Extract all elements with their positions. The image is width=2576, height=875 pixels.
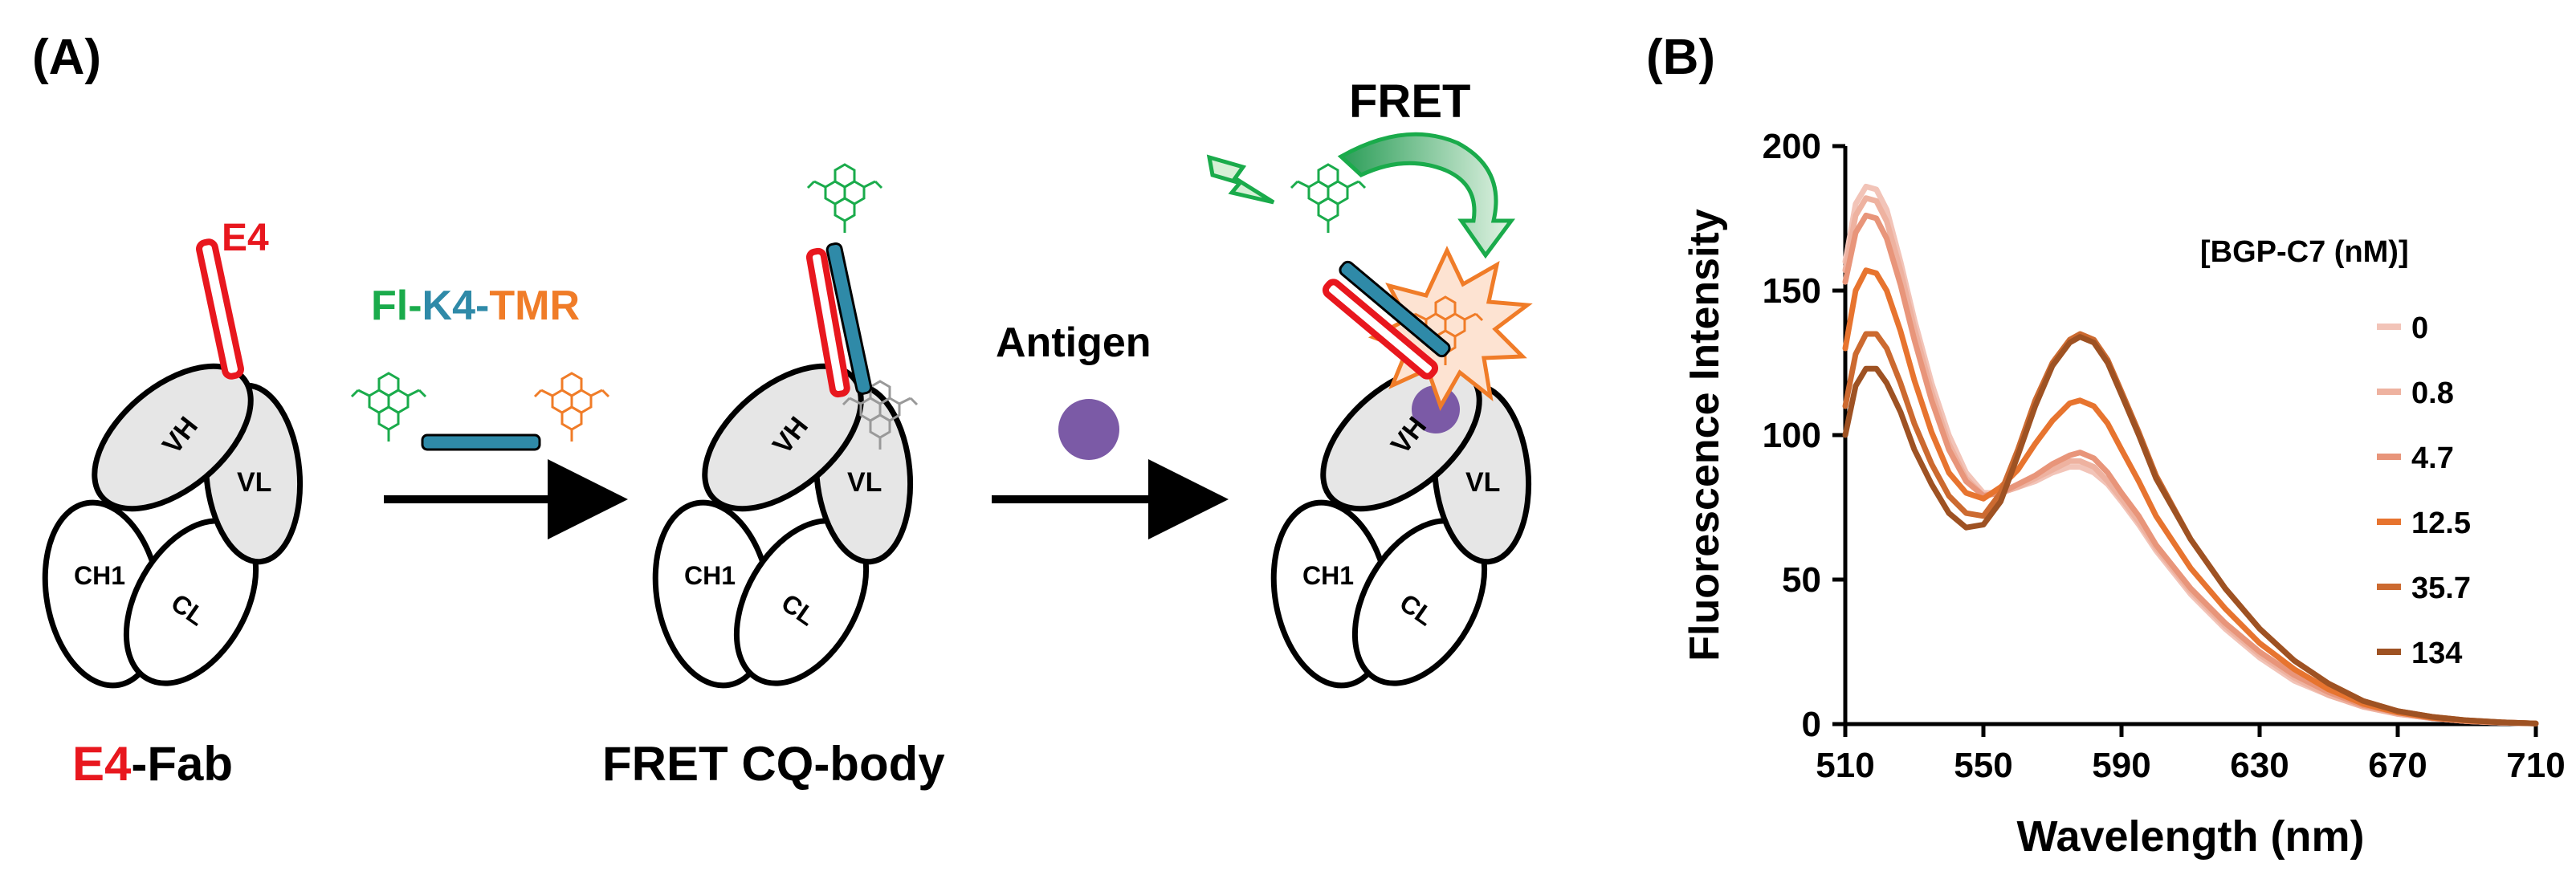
y-axis-label: Fluorescence Intensity — [1681, 209, 1728, 661]
tmr-fluorophore-icon — [533, 372, 610, 443]
fl-fluorophore-icon-2 — [806, 163, 883, 234]
x-tick-label: 630 — [2230, 746, 2289, 785]
y-tick-label: 0 — [1802, 705, 1821, 744]
k4-peptide-3 — [1339, 260, 1451, 358]
legend-entry-3: 12.5 — [2411, 507, 2471, 540]
probe-dash-1: - — [408, 283, 422, 329]
ch1-label-2: CH1 — [684, 561, 736, 590]
series-line-3 — [1842, 267, 2539, 726]
e4-peptide-2 — [805, 247, 850, 398]
x-tick-label: 550 — [1954, 746, 2012, 785]
fl-k4-tmr-probe: Fl-K4-TMR — [350, 283, 610, 451]
fab-domains-2 — [642, 339, 917, 706]
series-line-5 — [1842, 334, 2539, 726]
caption-e4: E4 — [72, 737, 132, 791]
y-tick-label: 50 — [1782, 560, 1821, 600]
panel-a-label: (A) — [32, 30, 101, 85]
caption-e4-fab: E4-Fab — [72, 737, 233, 791]
fab-domains-3 — [1260, 339, 1535, 706]
caption-fab: -Fab — [131, 737, 233, 791]
e4-peptide-3 — [1322, 279, 1439, 380]
legend-title: [BGP-C7 (nM)] — [2200, 235, 2409, 269]
probe-fl: Fl — [371, 283, 408, 329]
x-tick-label: 710 — [2506, 746, 2565, 785]
panel-b-label: (B) — [1646, 30, 1715, 85]
vl-label-1: VL — [237, 467, 271, 498]
x-axis-label: Wavelength (nm) — [2016, 812, 2364, 861]
antigen-circle — [1058, 399, 1119, 460]
legend-entry-2: 4.7 — [2411, 442, 2454, 475]
ch1-label-3: CH1 — [1302, 561, 1354, 590]
x-tick-label: 590 — [2092, 746, 2150, 785]
panel-b: (B) 0 50 100 150 200 510 550 590 630 670 710Wavele… — [1646, 30, 2566, 861]
spectrum-chart: 0 50 100 150 200 510 550 590 630 670 710Wavelength… — [1681, 127, 2566, 861]
cq-body-stage: VH VL CH1 CL — [642, 163, 917, 706]
vl-label-2: VL — [847, 467, 882, 498]
fl-fluorophore-icon-3 — [1290, 163, 1367, 234]
burst-icon — [1367, 246, 1533, 412]
k4-peptide-1 — [421, 433, 541, 451]
fret-stage: FRET VH VL CH1 CL — [1206, 75, 1535, 706]
e4-peptide-1 — [196, 238, 244, 380]
probe-dash-2: - — [475, 283, 489, 329]
fret-arrow-icon — [1337, 132, 1515, 259]
y-tick-label: 200 — [1763, 127, 1821, 166]
antigen-label: Antigen — [996, 319, 1151, 366]
legend-entry-4: 35.7 — [2411, 572, 2471, 605]
caption-fret-cq-body: FRET CQ-body — [602, 737, 945, 791]
legend-entry-1: 0.8 — [2411, 376, 2454, 410]
fab-domains-1 — [31, 339, 307, 706]
excitation-lightning-icon — [1206, 154, 1275, 205]
k4-peptide-2 — [825, 242, 873, 395]
probe-k4: K4 — [422, 283, 476, 329]
x-tick-label: 670 — [2368, 746, 2427, 785]
e4-label: E4 — [222, 217, 269, 259]
y-tick-label: 150 — [1763, 271, 1821, 311]
fl-fluorophore-icon — [350, 372, 427, 443]
e4-fab-stage: E4 VH VL CH1 CL — [31, 217, 307, 706]
vl-label-3: VL — [1465, 467, 1500, 498]
legend-entry-5: 134 — [2411, 637, 2462, 670]
ch1-label-1: CH1 — [74, 561, 125, 590]
fret-label: FRET — [1349, 75, 1470, 128]
panel-a: (A) E4 VH VL CH1 CL Fl-K4-TMR — [31, 30, 1535, 791]
probe-label: Fl-K4-TMR — [371, 283, 580, 329]
x-tick-label: 510 — [1816, 746, 1874, 785]
legend-entry-0: 0 — [2411, 311, 2428, 345]
probe-tmr: TMR — [489, 283, 580, 329]
y-tick-label: 100 — [1763, 416, 1821, 455]
